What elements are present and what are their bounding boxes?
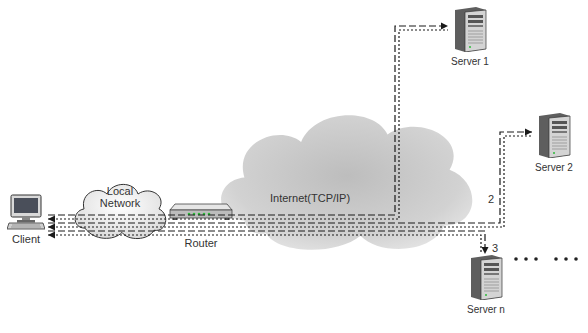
client-icon <box>7 194 45 230</box>
server-icon <box>536 112 572 158</box>
node-label: Server n <box>464 304 508 315</box>
node-label: Client <box>4 233 48 245</box>
client-node: Client <box>4 194 48 245</box>
cloud-node: Internet(TCP/IP) <box>212 104 482 256</box>
callout-number: 3 <box>491 242 499 254</box>
server-node: Server n <box>464 254 508 315</box>
server-node: Server 1 <box>448 6 492 67</box>
server-icon <box>452 6 488 52</box>
node-label: Local Network <box>90 185 150 209</box>
router-icon <box>169 201 233 221</box>
ellipsis-dots <box>514 257 578 261</box>
callout-number: 2 <box>487 189 495 207</box>
client-icon <box>7 194 45 230</box>
node-label: Router <box>168 237 234 249</box>
node-label: Internet(TCP/IP) <box>270 192 350 204</box>
server-icon <box>536 112 572 158</box>
server-icon <box>468 254 504 300</box>
callout-number: 3 <box>491 238 499 256</box>
server-node: Server 2 <box>532 112 576 173</box>
cloud-shape <box>212 104 482 256</box>
router-icon <box>169 201 233 221</box>
node-label: Server 2 <box>532 162 576 173</box>
router-node: Router <box>168 201 234 249</box>
server-icon <box>468 254 504 300</box>
cloud-node: Local Network <box>70 178 170 242</box>
callout-number: 2 <box>487 193 495 205</box>
node-label: Server 1 <box>448 56 492 67</box>
server-icon <box>452 6 488 52</box>
